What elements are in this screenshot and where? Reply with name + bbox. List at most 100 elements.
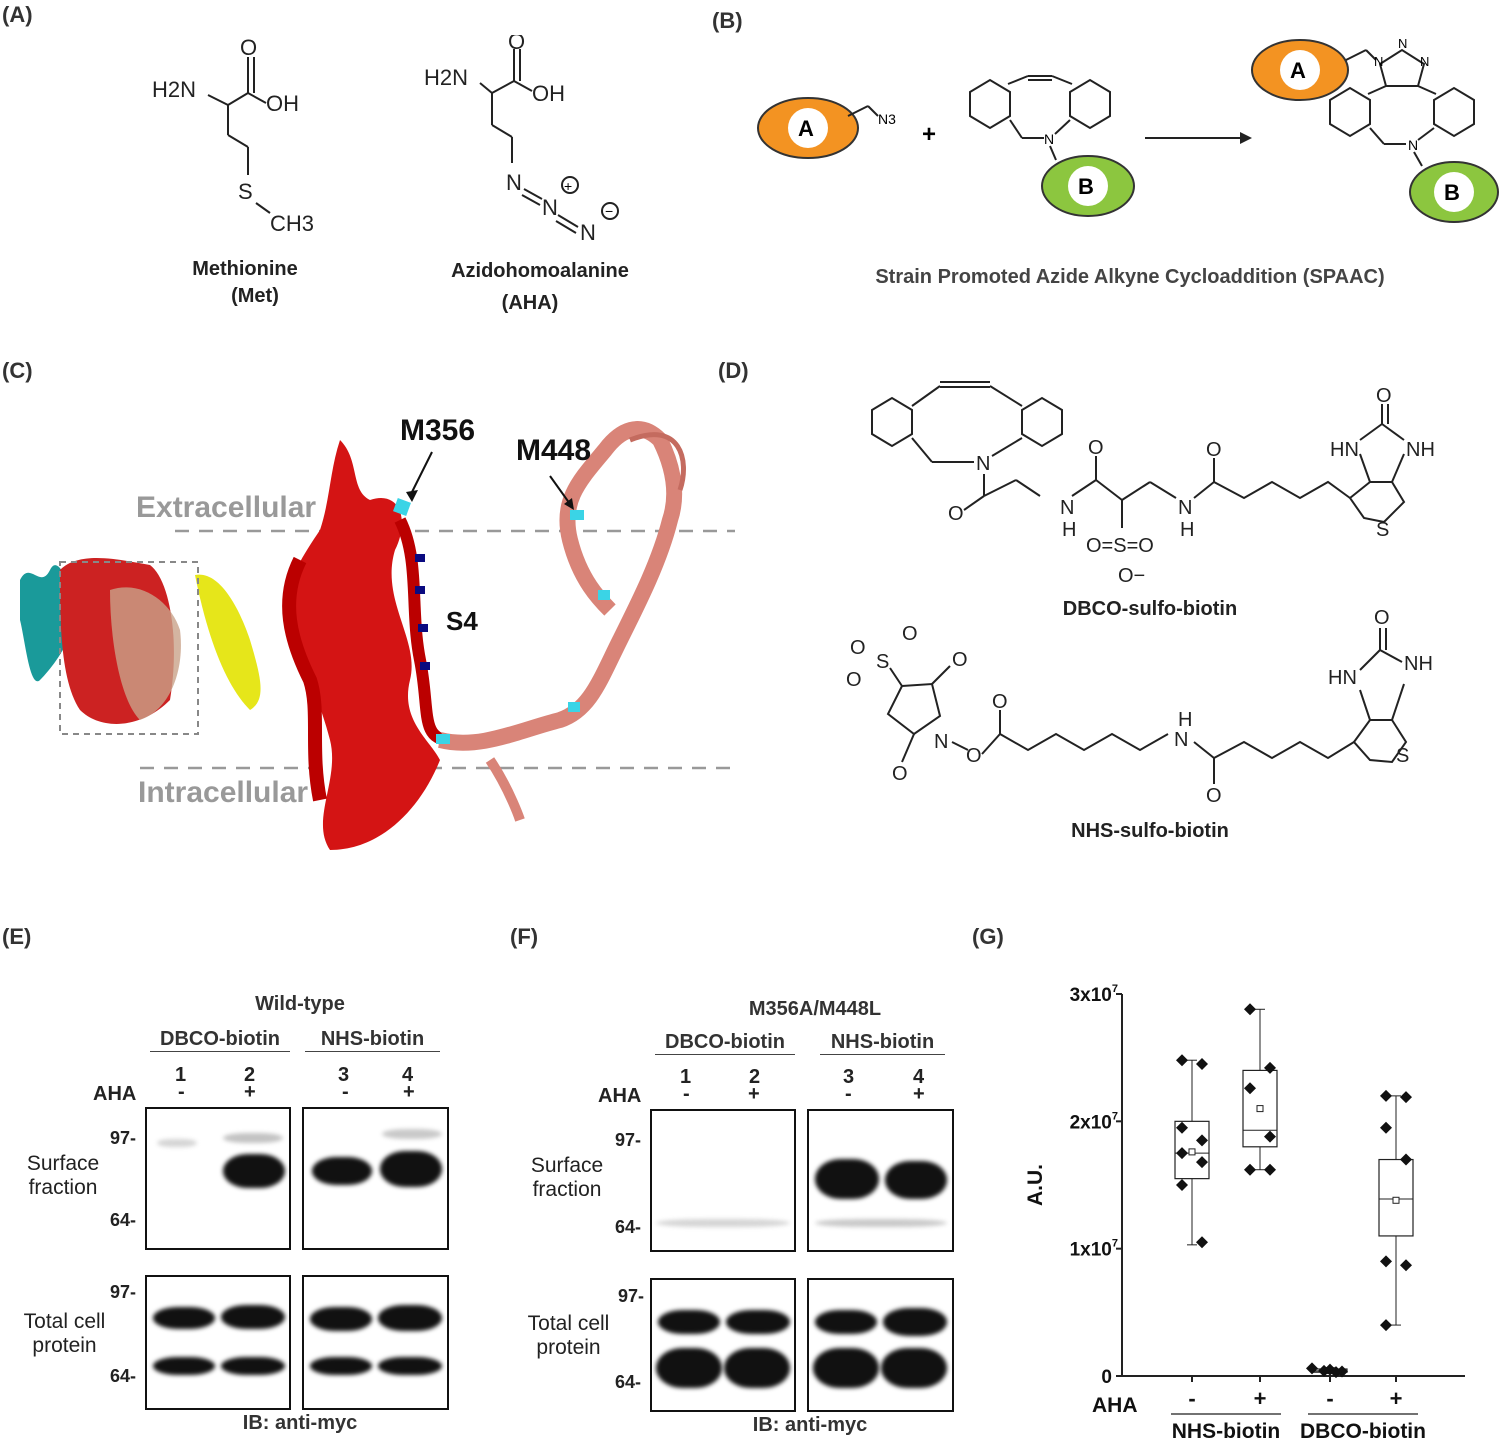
data-point <box>1400 1259 1412 1272</box>
data-point <box>1244 1163 1256 1176</box>
dbco-sulfonate: O=S=O <box>1086 535 1154 557</box>
dbco-nh2-h: H <box>1180 519 1194 541</box>
e-total-l1-upper <box>153 1307 215 1329</box>
extracellular-label: Extracellular <box>136 491 317 524</box>
panel-d-label: (D) <box>718 358 749 383</box>
e-group1: DBCO-biotin <box>150 1028 290 1052</box>
f-group1: DBCO-biotin <box>655 1031 795 1055</box>
f-total-l1-upper <box>658 1310 720 1334</box>
panel-c-label: (C) <box>2 358 33 383</box>
e-lane-4: 4 <box>402 1064 414 1086</box>
f-mw-64-top: 64- <box>615 1217 642 1237</box>
data-point <box>1176 1054 1188 1067</box>
aha-o: O <box>508 35 525 54</box>
y-tick-label: 2x107 <box>1070 1110 1118 1133</box>
aha-h2n: H2N <box>424 65 468 90</box>
f-row-surface: Surface fraction <box>530 1154 604 1201</box>
e-aha-3: - <box>342 1081 349 1103</box>
f-ib: IB: anti-myc <box>752 1414 868 1436</box>
f-total-l3-lower <box>813 1348 879 1388</box>
data-point <box>1264 1130 1276 1143</box>
nhs-n: N <box>934 731 948 753</box>
e-total-l3-lower <box>310 1357 372 1375</box>
data-point <box>1244 1082 1256 1095</box>
dbco-o1: O <box>948 503 964 525</box>
met-o: O <box>240 35 257 60</box>
y-tick-label: 3x107 <box>1070 983 1118 1006</box>
e-title: Wild-type <box>255 993 345 1015</box>
mean-marker <box>1392 1196 1400 1204</box>
f-blot-total-left <box>650 1278 796 1412</box>
panel-f-label: (F) <box>510 924 539 949</box>
dbco-o3: O <box>1206 439 1222 461</box>
dbco-n: N <box>976 453 990 475</box>
e-aha-2: + <box>244 1081 256 1103</box>
e-band-l4-upper <box>382 1129 442 1139</box>
data-point <box>1318 1364 1330 1377</box>
data-point <box>1330 1366 1342 1379</box>
f-blot-surface-left <box>650 1109 796 1252</box>
aha-abbr: (AHA) <box>501 292 559 314</box>
e-total-l4-upper <box>378 1305 442 1331</box>
e-row-surface: Surface fraction <box>26 1152 100 1199</box>
data-point <box>1176 1147 1188 1160</box>
m448-label: M448 <box>516 434 592 467</box>
f-blot-surface-right <box>807 1109 954 1252</box>
vsd-helices <box>282 440 451 850</box>
dbco-hn: HN <box>1330 439 1359 461</box>
mean-marker <box>1188 1148 1196 1156</box>
panel-e-label: (E) <box>2 924 32 949</box>
data-point <box>1400 1091 1412 1104</box>
mean-marker <box>1256 1105 1264 1113</box>
e-total-l2-lower <box>221 1357 285 1375</box>
f-total-l2-lower <box>724 1348 790 1388</box>
nhs-reagent-name: NHS-sulfo-biotin <box>1071 820 1229 842</box>
dbco-reagent-name: DBCO-sulfo-biotin <box>1062 598 1238 620</box>
met-s: S <box>238 179 253 204</box>
f-band-l3 <box>815 1159 879 1199</box>
data-point <box>1400 1153 1412 1166</box>
s4-charge-3 <box>418 624 428 632</box>
nhs-nh: NH <box>1404 653 1433 675</box>
nhs-o1: O <box>952 649 968 671</box>
spaac-plus: + <box>922 121 936 148</box>
met-name: Methionine <box>192 258 298 280</box>
data-point <box>1244 1003 1256 1016</box>
f-blot-total-right <box>807 1278 954 1412</box>
e-total-l1-lower <box>153 1357 215 1375</box>
tetramer-overview <box>20 558 261 724</box>
e-band-l2-upper <box>223 1133 283 1143</box>
dbco-nh: NH <box>1406 439 1435 461</box>
met-oh: OH <box>266 91 299 116</box>
aha-row-label: AHA <box>1092 1394 1138 1417</box>
nhs-sulfonate-o3: O <box>846 669 862 691</box>
vsd-cyan-bottom <box>436 734 450 744</box>
group-label: DBCO-biotin <box>1300 1420 1426 1439</box>
dbco-o4: O <box>1376 385 1392 407</box>
f-group2: NHS-biotin <box>820 1031 945 1055</box>
f-lane-2: 2 <box>749 1066 761 1088</box>
data-point <box>1380 1255 1392 1268</box>
e-ib: IB: anti-myc <box>242 1412 358 1434</box>
met-h2n: H2N <box>152 77 196 102</box>
s4-charge-1 <box>415 554 425 562</box>
dbco-nh2-n: N <box>1178 497 1192 519</box>
nhs-biotin-o: O <box>1374 607 1390 629</box>
nhs-s: S <box>1396 745 1409 767</box>
e-row-total: Total cell protein <box>23 1310 106 1357</box>
nhs-o3: O <box>966 745 982 767</box>
e-blot-total-right <box>302 1275 449 1410</box>
f-title: M356A/M448L <box>748 998 882 1020</box>
f-mw-97-top: 97- <box>615 1130 642 1150</box>
e-total-l4-lower <box>378 1357 442 1375</box>
data-point <box>1380 1121 1392 1134</box>
y-tick-label: 1x107 <box>1070 1238 1118 1261</box>
s4-charge-4 <box>420 662 430 670</box>
triazole-n1: N <box>1374 54 1383 69</box>
spaac-scheme: A N3 + N B A N N N N B <box>757 36 1499 223</box>
nhs-hn: HN <box>1328 667 1357 689</box>
aha-n3: N <box>580 220 596 245</box>
e-band-l3 <box>312 1157 372 1185</box>
data-point <box>1306 1362 1318 1375</box>
